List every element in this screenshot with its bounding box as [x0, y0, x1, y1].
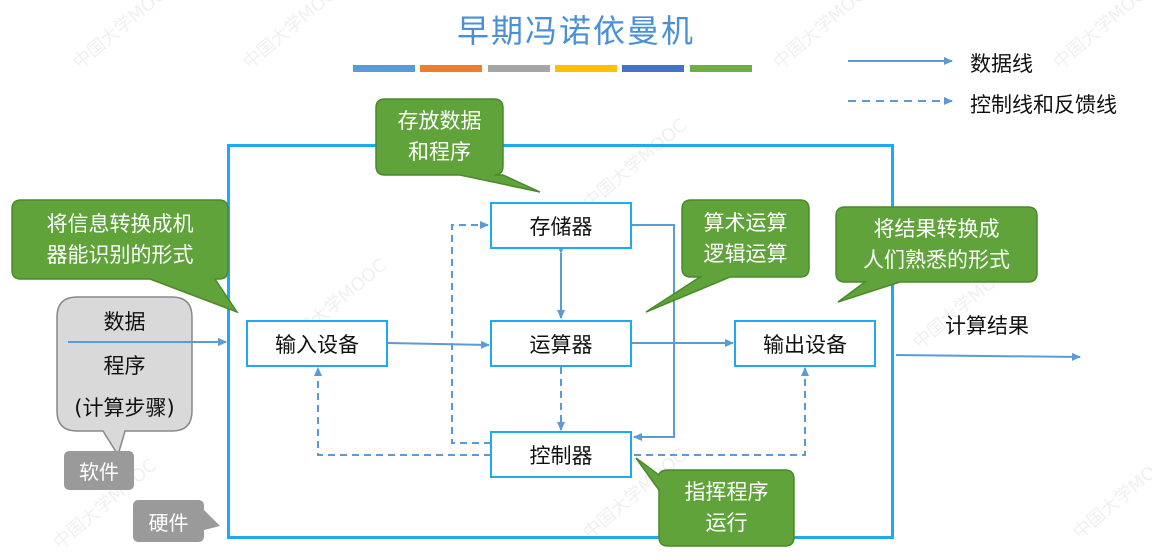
callout-alu: 算术运算 逻辑运算	[703, 211, 788, 266]
controller-to-memory	[451, 221, 491, 444]
output-device-label: 输出设备	[763, 332, 847, 357]
callout-alu-shape	[645, 199, 810, 313]
input-device-label: 输入设备	[275, 332, 359, 357]
callout-memory-shape	[375, 98, 541, 193]
callout-input-shape	[11, 199, 239, 314]
color-bar	[690, 65, 752, 72]
color-bar	[555, 65, 617, 72]
legend-data-line-label: 数据线	[970, 52, 1033, 76]
callout-controller: 指挥程序 运行	[684, 480, 769, 535]
hardware-tag: 硬件	[148, 510, 189, 535]
legend-control-line-label: 控制线和反馈线	[970, 93, 1117, 117]
input-bubble-steps: (计算步骤)	[74, 396, 175, 420]
memory-to-controller	[632, 224, 675, 441]
color-bar	[488, 65, 550, 72]
input-device-node: 输入设备	[246, 320, 388, 367]
hardware-tag-shape	[133, 500, 220, 542]
color-bar	[622, 65, 684, 72]
page-title: 早期冯诺依曼机	[456, 12, 695, 50]
controller-to-output	[634, 367, 809, 456]
callout-output: 将结果转换成 人们熟悉的形式	[863, 217, 1010, 272]
controller-to-input	[314, 367, 491, 456]
callout-output-shape	[835, 206, 1038, 303]
output-device-node: 输出设备	[734, 320, 876, 367]
software-tag: 软件	[79, 460, 119, 484]
callout-input: 将信息转换成机 器能识别的形式	[46, 212, 194, 267]
output-result-arrow	[895, 352, 1081, 361]
memory-label: 存储器	[529, 214, 593, 239]
hardware-frame	[227, 144, 894, 539]
alu-node: 运算器	[490, 320, 632, 367]
software-tag-shape	[64, 451, 134, 490]
controller-label: 控制器	[529, 443, 593, 468]
callout-memory: 存放数据 和程序	[397, 109, 482, 164]
color-bar	[420, 65, 482, 72]
input-bubble-program: 程序	[103, 354, 146, 378]
input-bubble-data: 数据	[103, 310, 146, 334]
result-label: 计算结果	[945, 314, 1029, 338]
alu-label: 运算器	[529, 332, 593, 357]
callout-controller-shape	[635, 457, 795, 547]
color-bar	[353, 65, 415, 72]
controller-node: 控制器	[490, 431, 632, 478]
input-bubble-shape	[56, 296, 193, 457]
memory-node: 存储器	[490, 202, 632, 249]
input-to-alu	[387, 340, 490, 349]
